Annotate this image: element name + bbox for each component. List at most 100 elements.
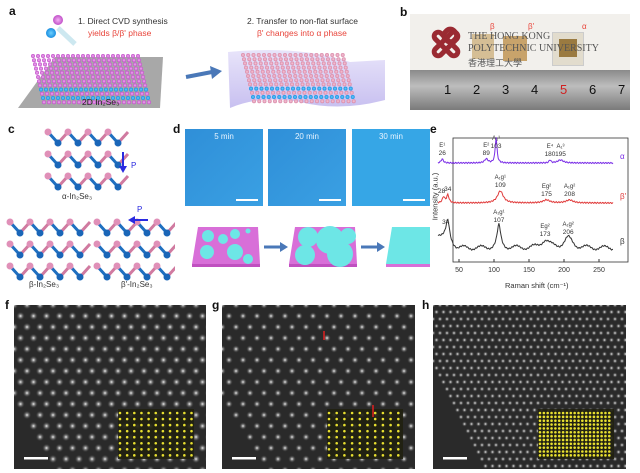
atom-column <box>521 456 527 462</box>
atom-column <box>521 344 527 350</box>
atom-column <box>94 311 103 321</box>
atom-column <box>563 316 569 322</box>
atom-column <box>482 379 489 385</box>
peak-value: 206 <box>563 229 574 236</box>
atom-column <box>601 463 608 469</box>
atom-column <box>552 337 559 343</box>
atom-column <box>503 351 510 357</box>
atom-column <box>538 323 545 329</box>
atom-column <box>601 379 608 385</box>
spectrum-beta <box>437 218 613 251</box>
atom-column <box>433 344 436 350</box>
atom-column <box>528 344 534 350</box>
atom-column <box>591 305 597 308</box>
atom-column <box>120 377 129 387</box>
atom-column <box>178 344 188 354</box>
series-label: α <box>620 152 625 161</box>
atom-column <box>55 311 64 321</box>
atom-column <box>559 393 566 399</box>
atom-column <box>580 463 587 469</box>
atom-column <box>514 386 520 392</box>
atom-column <box>472 428 478 434</box>
atom-column <box>204 305 206 309</box>
atom-column <box>528 316 534 322</box>
atom-column <box>274 389 282 397</box>
atom-column <box>573 337 580 343</box>
cvd-schematic <box>18 15 385 108</box>
atom-column <box>100 454 110 464</box>
precursor-pink <box>53 15 63 25</box>
atom-column <box>337 334 345 342</box>
atom-column <box>407 378 415 386</box>
atom-column <box>566 351 573 357</box>
atom-column <box>552 393 559 399</box>
atom-column <box>584 358 590 364</box>
atom-column <box>500 456 506 462</box>
atom-column <box>531 393 538 399</box>
atom-column <box>570 386 576 392</box>
atom-column <box>591 400 597 406</box>
atom-column <box>107 465 116 469</box>
atom-column <box>288 433 296 441</box>
atom-column <box>503 365 510 371</box>
atom-column <box>465 330 471 336</box>
atom-column <box>605 344 611 350</box>
atom-column <box>74 322 84 332</box>
atom-column <box>503 309 510 315</box>
logo-line3: 香港理工大學 <box>468 58 523 68</box>
atom-column <box>232 345 240 353</box>
atom-column <box>563 386 569 392</box>
atom-column <box>451 400 457 406</box>
simulated-inset <box>327 409 403 459</box>
atom-column <box>260 323 268 331</box>
atom-column <box>295 378 303 386</box>
atom-column <box>246 305 254 309</box>
atom-column <box>267 378 275 386</box>
atom-column <box>107 355 116 365</box>
atom-column <box>55 355 64 365</box>
atom-column <box>524 449 531 455</box>
atom-column <box>514 442 520 448</box>
atom-column <box>542 358 548 364</box>
atom-column <box>152 322 162 332</box>
atom-column <box>126 322 136 332</box>
atom-column <box>461 309 468 315</box>
atom-column <box>577 358 583 364</box>
atom-column <box>48 322 58 332</box>
atom-column <box>309 466 317 469</box>
atom-column <box>302 367 310 375</box>
panel-label-e: e <box>430 122 437 136</box>
atom-column <box>507 400 513 406</box>
atom-column <box>172 311 181 321</box>
atom-column <box>393 466 401 469</box>
atom-column <box>622 421 626 427</box>
atom-column <box>48 432 58 442</box>
atom-column <box>191 322 201 332</box>
atom-column <box>246 433 254 441</box>
atom-column <box>407 356 415 364</box>
atom-column <box>400 367 408 375</box>
atom-column <box>152 305 162 310</box>
atom-column <box>619 372 625 378</box>
atom-column <box>458 386 464 392</box>
atom-column <box>521 386 527 392</box>
atom-column <box>605 386 611 392</box>
atom-column <box>524 351 531 357</box>
atom-column <box>42 399 51 409</box>
atom-column <box>351 378 359 386</box>
atom-column <box>475 435 482 441</box>
atom-column <box>577 372 583 378</box>
series-label: β' <box>620 192 627 201</box>
atom-column <box>302 455 310 463</box>
peak-value: 195 <box>555 151 566 158</box>
atom-column <box>493 372 499 378</box>
atom-column <box>489 449 496 455</box>
atom-column <box>615 449 622 455</box>
atom-column <box>267 400 275 408</box>
atom-column <box>253 356 261 364</box>
atom-column <box>120 333 129 343</box>
atom-column <box>281 444 289 452</box>
atom-column <box>528 305 534 308</box>
atom-column <box>591 316 597 322</box>
sample-alpha <box>552 32 584 66</box>
